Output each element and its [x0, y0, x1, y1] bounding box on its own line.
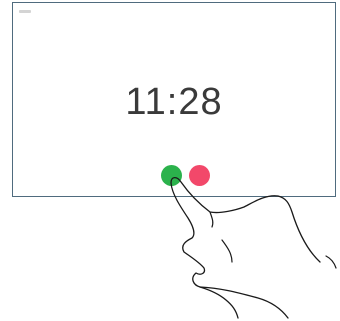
accept-call-button[interactable] [161, 165, 182, 186]
decline-call-button[interactable] [189, 165, 210, 186]
status-indicator-icon [19, 10, 31, 13]
touch-screen-panel: 11:28 [12, 2, 336, 197]
clock-time: 11:28 [13, 81, 335, 124]
